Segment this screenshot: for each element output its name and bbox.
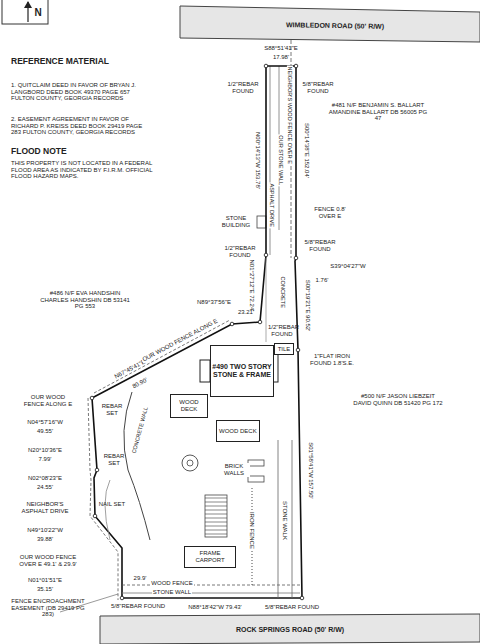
road-band	[180, 6, 480, 42]
plat-label: STONE WALK	[282, 499, 289, 540]
plat-label: N49°10'22"W	[26, 527, 64, 534]
concrete-wall	[124, 392, 150, 540]
plat-label: 5/8"REBAR FOUND	[110, 603, 166, 610]
plat-label: NEIGHBOR'S WOOD FENCE OVER E	[287, 65, 293, 164]
plat-label: ROCK SPRINGS ROAD (50' R/W)	[235, 626, 345, 634]
plat-label: N01°01'51"E	[27, 577, 63, 584]
plat-label: S01°58'41"W 157.50'	[307, 441, 314, 500]
tile-box: TILE	[274, 343, 294, 355]
plat-label: 17.98'	[272, 54, 290, 61]
plat-label: 1.76'	[315, 277, 330, 284]
plat-label: 80.90'	[130, 376, 149, 391]
plat-label: N	[33, 7, 42, 19]
plat-label: 2. EASEMENT AGREEMENT IN FAVOR OF RICHAR…	[10, 116, 152, 137]
plat-label: N89°37'56"E	[196, 299, 232, 306]
brick-wall	[248, 476, 264, 482]
plat-label: OUR WOOD FENCE ALONG E	[140, 317, 219, 364]
plat-label: NEIGHBOR'S ASPHALT DRIVE	[17, 501, 74, 515]
plat-label: N02°08'23"E	[27, 475, 63, 482]
plat-label: OUR WOOD FENCE ALONG E	[20, 394, 77, 408]
box-label: WOOD DECK	[171, 399, 207, 413]
plat-label: FLOOD NOTE	[10, 147, 68, 157]
plat-label: S88°51'41"E	[263, 45, 299, 52]
property-line	[92, 66, 302, 598]
plat-label: WIMBLEDON ROAD (50' R/W)	[285, 21, 385, 31]
road-band	[100, 614, 480, 644]
stone-walk	[278, 440, 279, 598]
deck-box: WOOD DECK	[216, 420, 260, 442]
north-frame	[2, 0, 48, 24]
plat-label: STONE BUILDING	[216, 215, 256, 229]
plat-label: N88°18'42"W 79.43'	[187, 604, 243, 611]
plat-label: REFERENCE MATERIAL	[10, 57, 110, 67]
fountain	[182, 455, 198, 471]
deck-box: WOOD DECK	[170, 394, 208, 418]
plat-label: 49.55'	[36, 428, 54, 435]
plat-label: #481 N/F BENJAMIN S. BALLART AMANDINE BA…	[327, 102, 429, 123]
plat-label: 1/2"REBAR FOUND	[267, 324, 297, 338]
plat-label: N00°14'13"W 153.78'	[254, 131, 261, 190]
box-label: FRAME CARPORT	[185, 550, 235, 564]
plat-label: WOOD FENCE	[150, 580, 193, 587]
plat-label: S00°14'38"E 152.04'	[303, 122, 310, 179]
plat-label: THIS PROPERTY IS NOT LOCATED IN A FEDERA…	[10, 160, 162, 181]
box-label: TILE	[278, 346, 291, 353]
plat-label: 23.21'	[237, 309, 255, 316]
plat-label: 35.15'	[36, 586, 54, 593]
plat-label: OUR WOOD FENCE OVER E 49.1' & 29.9'	[17, 554, 79, 568]
plat-label: N04°57'16"W	[26, 419, 64, 426]
plat-label: 29.9'	[133, 575, 148, 582]
plat-label: 39.88'	[36, 536, 54, 543]
plat-label: 7.99'	[38, 456, 53, 463]
plat-label: S00°19'21"E 90.52'	[305, 278, 312, 332]
plat-label: CONCRETE	[280, 275, 286, 308]
plat-label: 5/8"REBAR FOUND	[299, 81, 337, 95]
fountain-center	[187, 460, 193, 466]
stone-wall	[122, 593, 300, 594]
plat-label: NAIL SET	[98, 501, 126, 508]
plat-label: N01°27'12"E 72.24'	[249, 258, 256, 312]
plat-label: 1. QUITCLAIM DEED IN FAVOR OF BRYAN J. L…	[10, 82, 152, 103]
plat-label: FENCE 0.8' OVER E	[304, 206, 356, 220]
box-label: #490 TWO STORY STONE & FRAME	[211, 363, 273, 379]
stairs	[205, 495, 227, 537]
brick-wall	[248, 460, 264, 466]
plat-label: 1/2"REBAR FOUND	[221, 245, 259, 259]
plat-label: FENCE ENCROACHMENT EASEMENT (DB 29419 PG…	[7, 598, 89, 619]
plat-label: N20°10'36"E	[27, 447, 63, 454]
house-wing	[200, 360, 210, 382]
neighbor-drive-edge	[105, 480, 110, 540]
wood-fence	[122, 585, 300, 586]
plat-label: IRON FENCE	[249, 510, 256, 549]
plat-label: 5/8"REBAR FOUND	[301, 239, 339, 253]
wood-fence	[88, 398, 118, 600]
stone-walk	[292, 440, 293, 598]
concrete-edge	[266, 258, 267, 342]
plat-label: S39°04'27"W	[329, 263, 366, 270]
carport-box: FRAME CARPORT	[184, 546, 236, 568]
plat-label: 5/8"REBAR FOUND	[264, 604, 320, 611]
plat-label: OUR STONE WALL	[278, 134, 284, 186]
plat-label: 1"FLAT IRON FOUND 1.8'S.E.	[304, 353, 361, 367]
plat-label: STONE WALL	[152, 589, 192, 596]
stone-building	[257, 216, 266, 228]
plat-label: 24.55'	[36, 484, 54, 491]
plat-label: BRICK WALLS	[218, 463, 250, 477]
plat-label: REBAR SET	[98, 403, 126, 417]
plat-label: 1/2"REBAR FOUND	[224, 81, 262, 95]
north-arrowhead	[24, 1, 32, 8]
plat-label: CONCRETE WALL	[130, 405, 149, 455]
house-outline: #490 TWO STORY STONE & FRAME	[210, 345, 274, 397]
plat-label: REBAR SET	[100, 453, 128, 467]
plat-label: #500 N/F JASON LIEBZEIT DAVID QUINN DB 5…	[352, 393, 444, 407]
box-label: WOOD DECK	[219, 428, 257, 435]
plat-label: #486 N/F EVA HANDSHIN CHARLES HANDSHIN D…	[34, 290, 136, 311]
plat-label: ASPHALT DRIVE	[269, 182, 275, 228]
